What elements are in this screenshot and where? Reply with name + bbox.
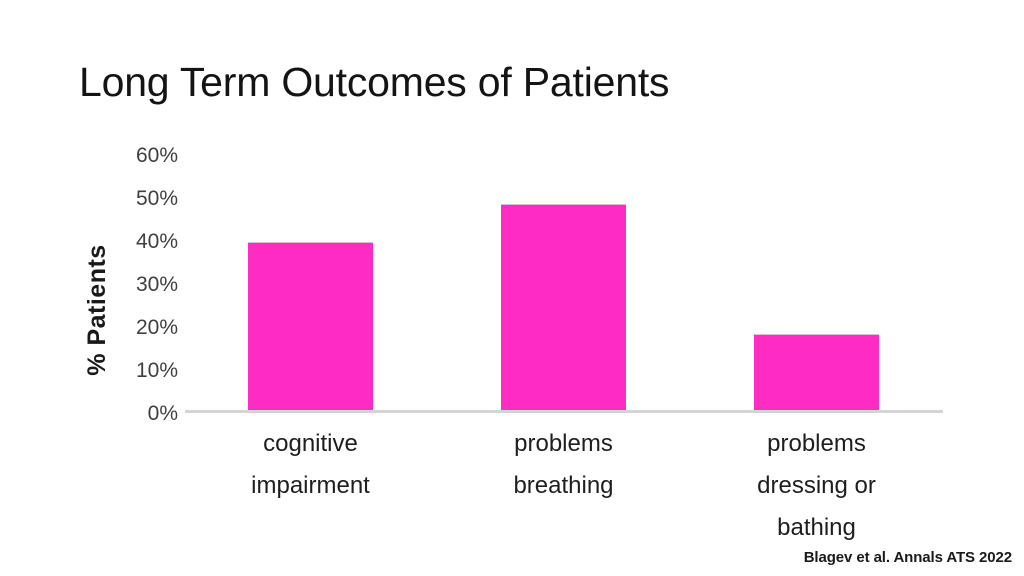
y-tick-label: 60% — [135, 144, 178, 167]
y-axis-title: % Patients — [83, 244, 111, 376]
x-axis-line — [185, 410, 943, 413]
x-axis-category-label: problems breathing — [513, 430, 614, 499]
y-tick-label: 50% — [135, 187, 178, 210]
y-axis-tick-labels: 60% 50% 40% 30% 20% 10% 0% — [118, 0, 178, 576]
y-tick-label: 0% — [147, 402, 178, 425]
bar-problems-breathing — [501, 204, 626, 411]
page-title: Long Term Outcomes of Patients — [79, 59, 670, 105]
y-tick-label: 20% — [135, 316, 178, 339]
bar-cognitive-impairment — [248, 242, 373, 411]
citation-text: Blagev et al. Annals ATS 2022 — [803, 549, 1012, 566]
y-tick-label: 30% — [135, 273, 178, 296]
y-tick-label: 40% — [135, 230, 178, 253]
y-tick-label: 10% — [135, 359, 178, 382]
x-axis-category-label: cognitive impairment — [251, 430, 370, 499]
bar-problems-dressing-or-bathing — [754, 334, 879, 411]
x-axis-category-label: problems dressing or bathing — [757, 430, 876, 541]
plot-area — [185, 155, 943, 411]
